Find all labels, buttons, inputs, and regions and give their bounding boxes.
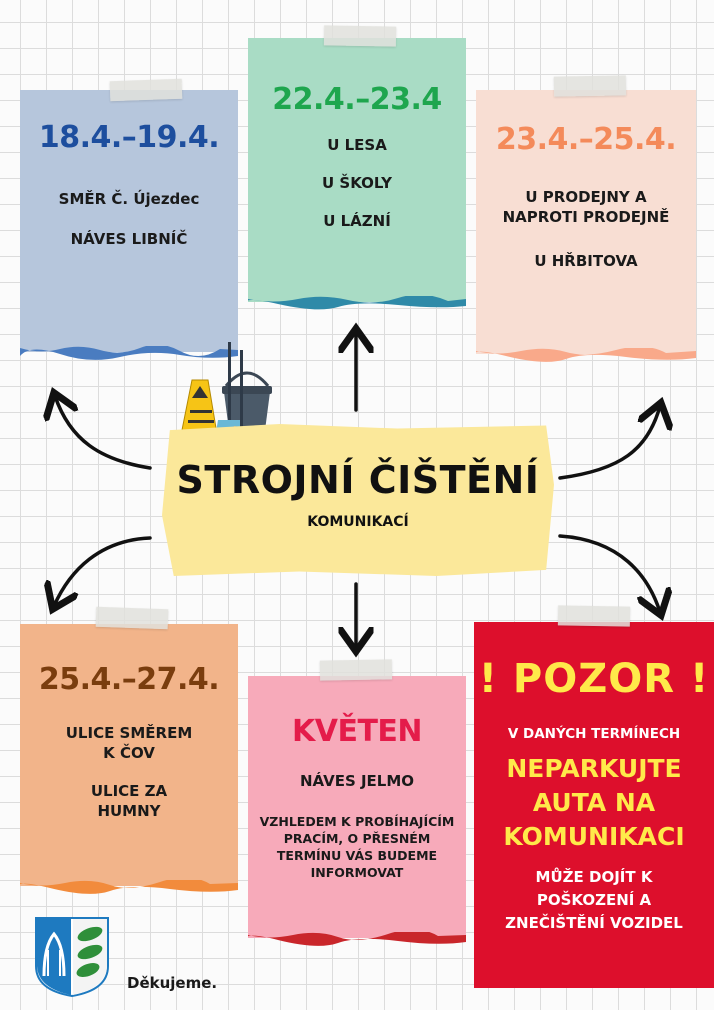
card-line: ULICE ZA (90, 782, 168, 800)
card-line: SMĚR Č. Újezdec (58, 190, 200, 208)
warning-highlight-line: NEPARKUJTE (506, 754, 682, 783)
card-line: ULICE SMĚREM (65, 724, 193, 742)
card-line: U LESA (327, 136, 387, 154)
tape-decoration (95, 606, 169, 630)
card-line: VZHLEDEM K PROBÍHAJÍCÍM (259, 814, 455, 829)
page-title: STROJNÍ ČIŠTĚNÍ (176, 458, 540, 502)
torn-edge-decoration (20, 880, 238, 894)
center-banner: STROJNÍ ČIŠTĚNÍ KOMUNIKACÍ (162, 424, 554, 576)
tape-decoration (319, 659, 393, 681)
tape-decoration (323, 25, 397, 47)
card-line: TERMÍNU VÁS BUDEME (276, 848, 438, 863)
card-line: K ČOV (103, 744, 155, 762)
warning-outro-line: ZNEČIŠTĚNÍ VOZIDEL (505, 914, 683, 932)
card-line: NÁVES LIBNÍČ (70, 230, 188, 248)
tape-decoration (109, 78, 183, 102)
arrow-to-card-1 (55, 396, 152, 470)
torn-edge-decoration (248, 932, 466, 946)
warning-card: ! POZOR ! V DANÝCH TERMÍNECH NEPARKUJTE … (474, 605, 714, 988)
thanks-text: Děkujeme. (127, 974, 218, 992)
card-date: 22.4.–23.4 (272, 82, 442, 117)
warning-outro-line: POŠKOZENÍ A (536, 891, 652, 909)
card-date: 18.4.–19.4. (38, 120, 220, 155)
warning-outro-line: MŮŽE DOJÍT K (535, 868, 653, 886)
schedule-card-4: 25.4.–27.4. ULICE SMĚREM K ČOV ULICE ZA … (20, 606, 238, 894)
schedule-card-5: KVĚTEN NÁVES JELMO VZHLEDEM K PROBÍHAJÍC… (248, 659, 466, 946)
card-line: U ŠKOLY (322, 174, 392, 192)
schedule-card-2: 22.4.–23.4 U LESA U ŠKOLY U LÁZNÍ (248, 25, 466, 310)
warning-highlight-line: KOMUNIKACI (503, 822, 685, 851)
municipal-coat-of-arms-icon (35, 917, 109, 998)
card-date: 23.4.–25.4. (495, 122, 677, 157)
torn-edge-decoration (476, 348, 696, 362)
torn-edge-decoration (248, 296, 466, 310)
torn-edge-decoration (20, 346, 238, 360)
warning-title: ! POZOR ! (478, 656, 710, 702)
wet-floor-sign-icon (179, 379, 219, 441)
card-line: HUMNY (97, 802, 161, 820)
card-date: 25.4.–27.4. (38, 662, 220, 697)
arrow-to-card-4 (54, 536, 152, 606)
arrow-to-warning (558, 534, 660, 612)
schedule-card-3: 23.4.–25.4. U PRODEJNY A NAPROTI PRODEJN… (476, 75, 696, 362)
arrow-to-card-3 (558, 406, 660, 480)
card-line: NÁVES JELMO (299, 772, 415, 790)
tape-decoration (557, 605, 631, 627)
card-line: U HŘBITOVA (534, 252, 638, 270)
page-subtitle: KOMUNIKACÍ (307, 514, 409, 530)
card-line: U LÁZNÍ (323, 212, 391, 230)
warning-highlight-line: AUTA NA (532, 788, 656, 817)
schedule-card-1: 18.4.–19.4. SMĚR Č. Újezdec NÁVES LIBNÍČ (20, 78, 238, 360)
card-line: NAPROTI PRODEJNĚ (502, 208, 670, 226)
tape-decoration (553, 75, 627, 97)
card-line: PRACÍM, O PŘESNÉM (283, 831, 431, 846)
card-date: KVĚTEN (291, 714, 423, 749)
card-line: INFORMOVAT (310, 865, 404, 880)
card-line: U PRODEJNY A (525, 188, 647, 206)
warning-intro: V DANÝCH TERMÍNECH (507, 726, 681, 742)
